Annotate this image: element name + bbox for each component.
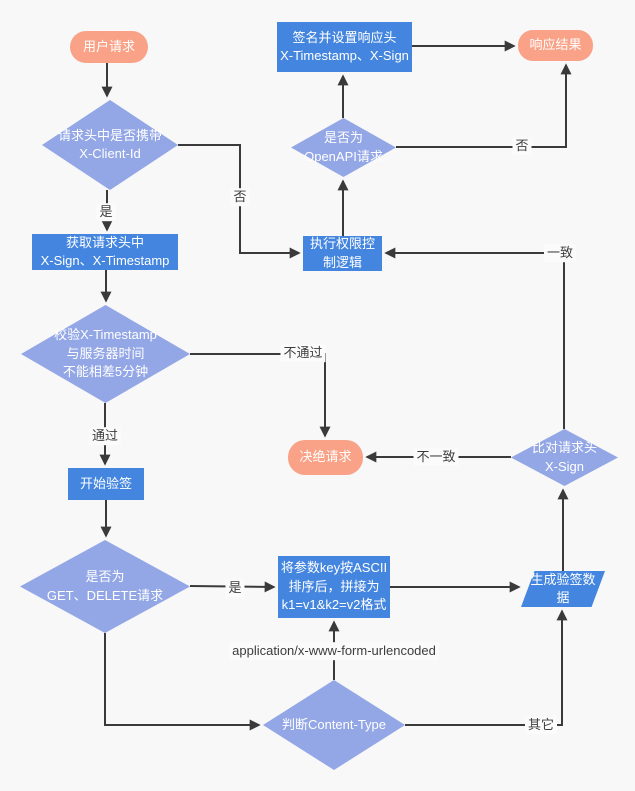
node-generate-sign-data: 生成验签数 据 xyxy=(521,571,605,607)
node-label: 比对请求头 X-Sign xyxy=(531,440,597,474)
node-check-get-delete: 是否为 GET、DELETE请求 xyxy=(20,540,190,633)
node-user-request: 用户请求 xyxy=(70,31,148,63)
node-exec-permission-control: 执行权限控 制逻辑 xyxy=(303,236,382,271)
edge-contenttype-other-to-gendata xyxy=(405,609,568,726)
node-response-result: 响应结果 xyxy=(518,30,593,61)
node-label: 请求头中是否携带 X-Client-Id xyxy=(57,127,162,161)
edge-label-clientid-no: 否 xyxy=(230,188,250,206)
edge-label-timestamp-fail: 不通过 xyxy=(280,344,326,362)
edge-label-sign-mismatch: 不一致 xyxy=(413,448,459,466)
node-check-openapi: 是否为 OpenAPI请求 xyxy=(291,118,396,177)
node-check-client-id: 请求头中是否携带 X-Client-Id xyxy=(42,100,178,190)
edge-timestamp-fail-to-reject xyxy=(190,353,331,438)
parallelogram-shape xyxy=(521,571,605,607)
edge-method-to-contenttype xyxy=(104,633,261,731)
node-label: 生成验签数 据 xyxy=(530,571,596,605)
node-label: 判断Content-Type xyxy=(281,716,387,732)
node-check-content-type: 判断Content-Type xyxy=(263,680,405,770)
edge-label-content-form-urlencoded: application/x-www-form-urlencoded xyxy=(229,642,439,660)
edge-label-clientid-yes: 是 xyxy=(96,203,116,221)
edge-label-content-other: 其它 xyxy=(524,716,558,734)
node-get-request-headers: 获取请求头中 X-Sign、X-Timestamp xyxy=(32,234,178,270)
node-label: 校验X-Timestamp 与服务器时间 不能相差5分钟 xyxy=(54,327,157,380)
node-check-timestamp: 校验X-Timestamp 与服务器时间 不能相差5分钟 xyxy=(21,305,190,403)
node-label: 是否为 OpenAPI请求 xyxy=(304,130,383,164)
edge-openapi-no-to-result xyxy=(396,63,572,148)
node-label: 是否为 GET、DELETE请求 xyxy=(46,569,164,603)
node-compare-sign: 比对请求头 X-Sign xyxy=(511,429,618,486)
node-start-verify: 开始验签 xyxy=(68,468,144,500)
edge-label-timestamp-pass: 通过 xyxy=(88,427,122,445)
edge-label-method-yes: 是 xyxy=(225,579,245,597)
node-sort-params-ascii: 将参数key按ASCII 排序后，拼接为 k1=v1&k2=v2格式 xyxy=(278,556,390,618)
node-sign-and-set-response-headers: 签名并设置响应头 X-Timestamp、X-Sign xyxy=(277,22,412,72)
edge-compare-match-to-exec xyxy=(384,247,565,429)
edge-label-sign-match: 一致 xyxy=(543,244,577,262)
edge-label-openapi-no: 否 xyxy=(512,137,532,155)
node-reject-request: 决绝请求 xyxy=(288,440,363,475)
